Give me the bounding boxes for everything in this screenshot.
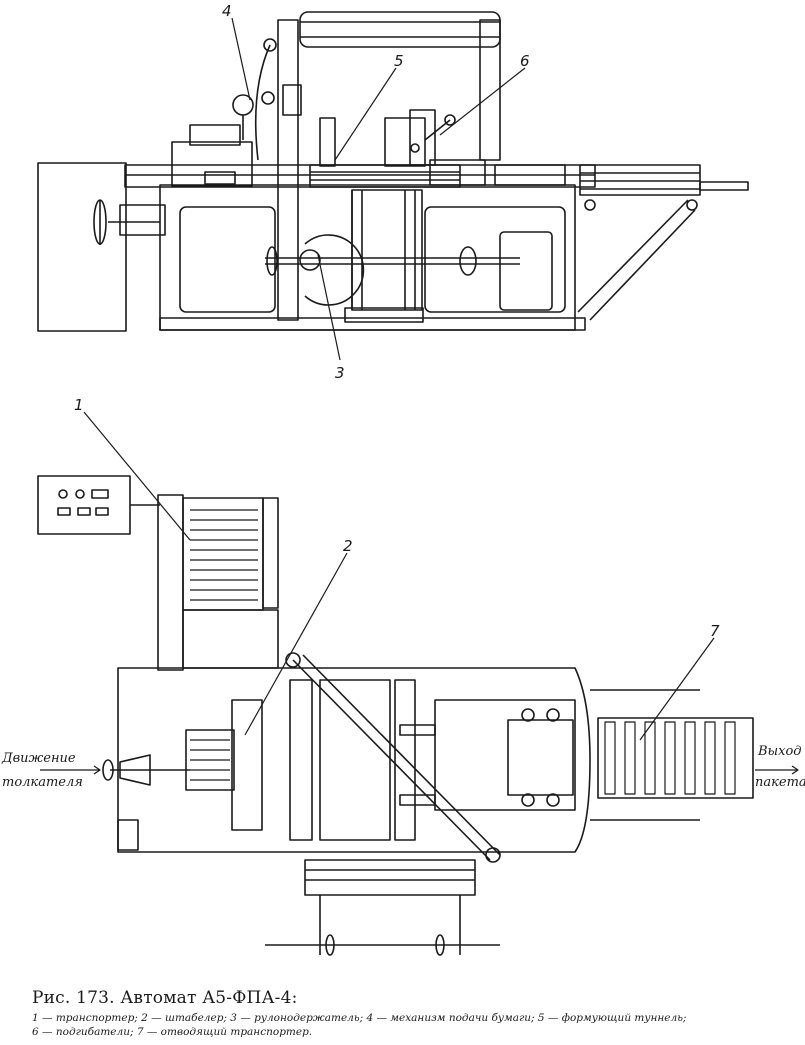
label-package-exit-1: Выход: [757, 744, 802, 759]
leader-lines: [40, 17, 799, 775]
machine-drawing: 4 5 6 3 1 2 7 Движение толкателя Выход п…: [1, 2, 805, 956]
callout-3: 3: [335, 364, 345, 382]
caption-legend-line-2: 6 — подгибатели; 7 — отводящий транспорт…: [32, 1026, 313, 1038]
callout-7: 7: [710, 622, 720, 640]
caption-legend-line-1: 1 — транспортер; 2 — штабелер; 3 — рулон…: [32, 1012, 687, 1024]
figure-caption: Рис. 173. Автомат А5-ФПА-4: 1 — транспор…: [32, 988, 792, 1039]
side-elevation: [37, 11, 749, 332]
callout-2: 2: [343, 537, 353, 555]
callout-4: 4: [222, 2, 232, 20]
plan-view: [37, 475, 754, 956]
callout-6: 6: [520, 52, 530, 70]
caption-title: Рис. 173. Автомат А5-ФПА-4:: [32, 988, 298, 1008]
label-pusher-motion-2: толкателя: [2, 775, 83, 790]
callout-5: 5: [394, 52, 404, 70]
label-pusher-motion-1: Движение: [1, 751, 76, 766]
label-package-exit-2: пакета: [755, 775, 805, 790]
callout-1: 1: [74, 396, 84, 414]
